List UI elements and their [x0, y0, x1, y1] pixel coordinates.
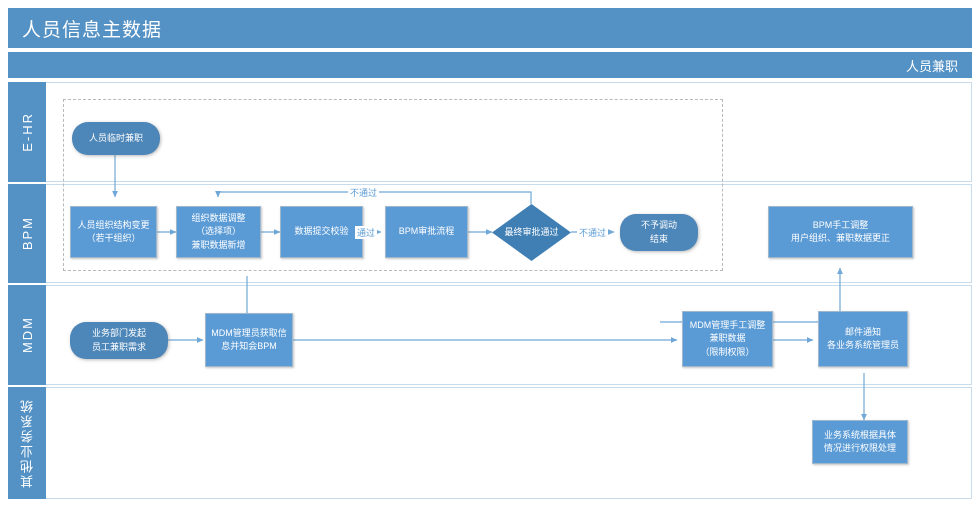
node-business-dept-request[interactable]: 业务部门发起员工兼职需求	[70, 322, 168, 359]
node-business-system-permission-label: 业务系统根据具体情况进行权限处理	[823, 429, 896, 453]
node-mdm-admin-receive-label: MDM管理员获取信息并知会BPM	[211, 327, 287, 351]
node-bpm-approval-process[interactable]: BPM审批流程	[385, 206, 468, 258]
swimlane-label-ehr: E-HR	[19, 112, 35, 152]
node-bpm-manual-adjust[interactable]: BPM手工调整用户组织、兼职数据更正	[768, 206, 913, 258]
node-final-approval-decision-label: 最终审批通过	[504, 226, 559, 237]
node-bpm-approval-process-label: BPM审批流程	[398, 226, 455, 237]
node-business-system-permission[interactable]: 业务系统根据具体情况进行权限处理	[812, 420, 908, 464]
node-mdm-manual-adjust[interactable]: MDM管理手工调整兼职数据（限制权限）	[682, 311, 773, 367]
node-org-data-adjust[interactable]: 组织数据调整（选择项）兼职数据新增	[176, 206, 261, 258]
swimlane-header-ehr: E-HR	[8, 82, 46, 182]
node-org-structure-change[interactable]: 人员组织结构变更（若干组织）	[70, 206, 157, 258]
edge-label-reject-loop: 不通过	[348, 186, 380, 199]
swimlane-header-mdm: MDM	[8, 285, 46, 385]
page-subtitle: 人员兼职	[905, 58, 958, 74]
swimlane-label-other-systems: 其他业务系统	[19, 398, 35, 488]
node-data-submit-validate[interactable]: 数据提交校验	[280, 206, 363, 258]
page-title: 人员信息主数据	[22, 19, 163, 41]
node-no-transfer-end[interactable]: 不予调动结束	[620, 214, 698, 251]
node-no-transfer-end-label: 不予调动结束	[640, 220, 677, 244]
node-mdm-admin-receive[interactable]: MDM管理员获取信息并知会BPM	[205, 313, 293, 367]
node-mail-notify-admins[interactable]: 邮件通知各业务系统管理员	[818, 311, 908, 367]
node-ehr-start[interactable]: 人员临时兼职	[72, 122, 160, 155]
swimlane-header-other-systems: 其他业务系统	[8, 387, 46, 499]
node-mdm-manual-adjust-label: MDM管理手工调整兼职数据（限制权限）	[689, 320, 766, 357]
edge-label-final-reject: 不通过	[577, 226, 609, 239]
node-final-approval-decision[interactable]: 最终审批通过	[492, 204, 571, 261]
node-data-submit-validate-label: 数据提交校验	[294, 226, 349, 237]
page-subtitle-bar: 人员兼职	[8, 52, 972, 78]
swimlane-label-bpm: BPM	[19, 216, 35, 251]
swimlane-label-mdm: MDM	[19, 316, 35, 354]
dashed-group-boundary	[63, 99, 723, 271]
swimlane-header-bpm: BPM	[8, 184, 46, 283]
node-org-data-adjust-label: 组织数据调整（选择项）兼职数据新增	[191, 213, 246, 250]
swimlane-ehr: E-HR	[8, 82, 972, 182]
edge-label-validate-pass: 通过	[355, 226, 378, 239]
page-title-bar: 人员信息主数据	[8, 8, 972, 48]
node-bpm-manual-adjust-label: BPM手工调整用户组织、兼职数据更正	[790, 219, 890, 243]
node-mail-notify-admins-label: 邮件通知各业务系统管理员	[826, 326, 899, 350]
swimlane-body-ehr	[46, 82, 972, 182]
node-ehr-start-label: 人员临时兼职	[88, 132, 143, 143]
node-business-dept-request-label: 业务部门发起员工兼职需求	[91, 328, 146, 352]
node-org-structure-change-label: 人员组织结构变更（若干组织）	[77, 219, 150, 243]
